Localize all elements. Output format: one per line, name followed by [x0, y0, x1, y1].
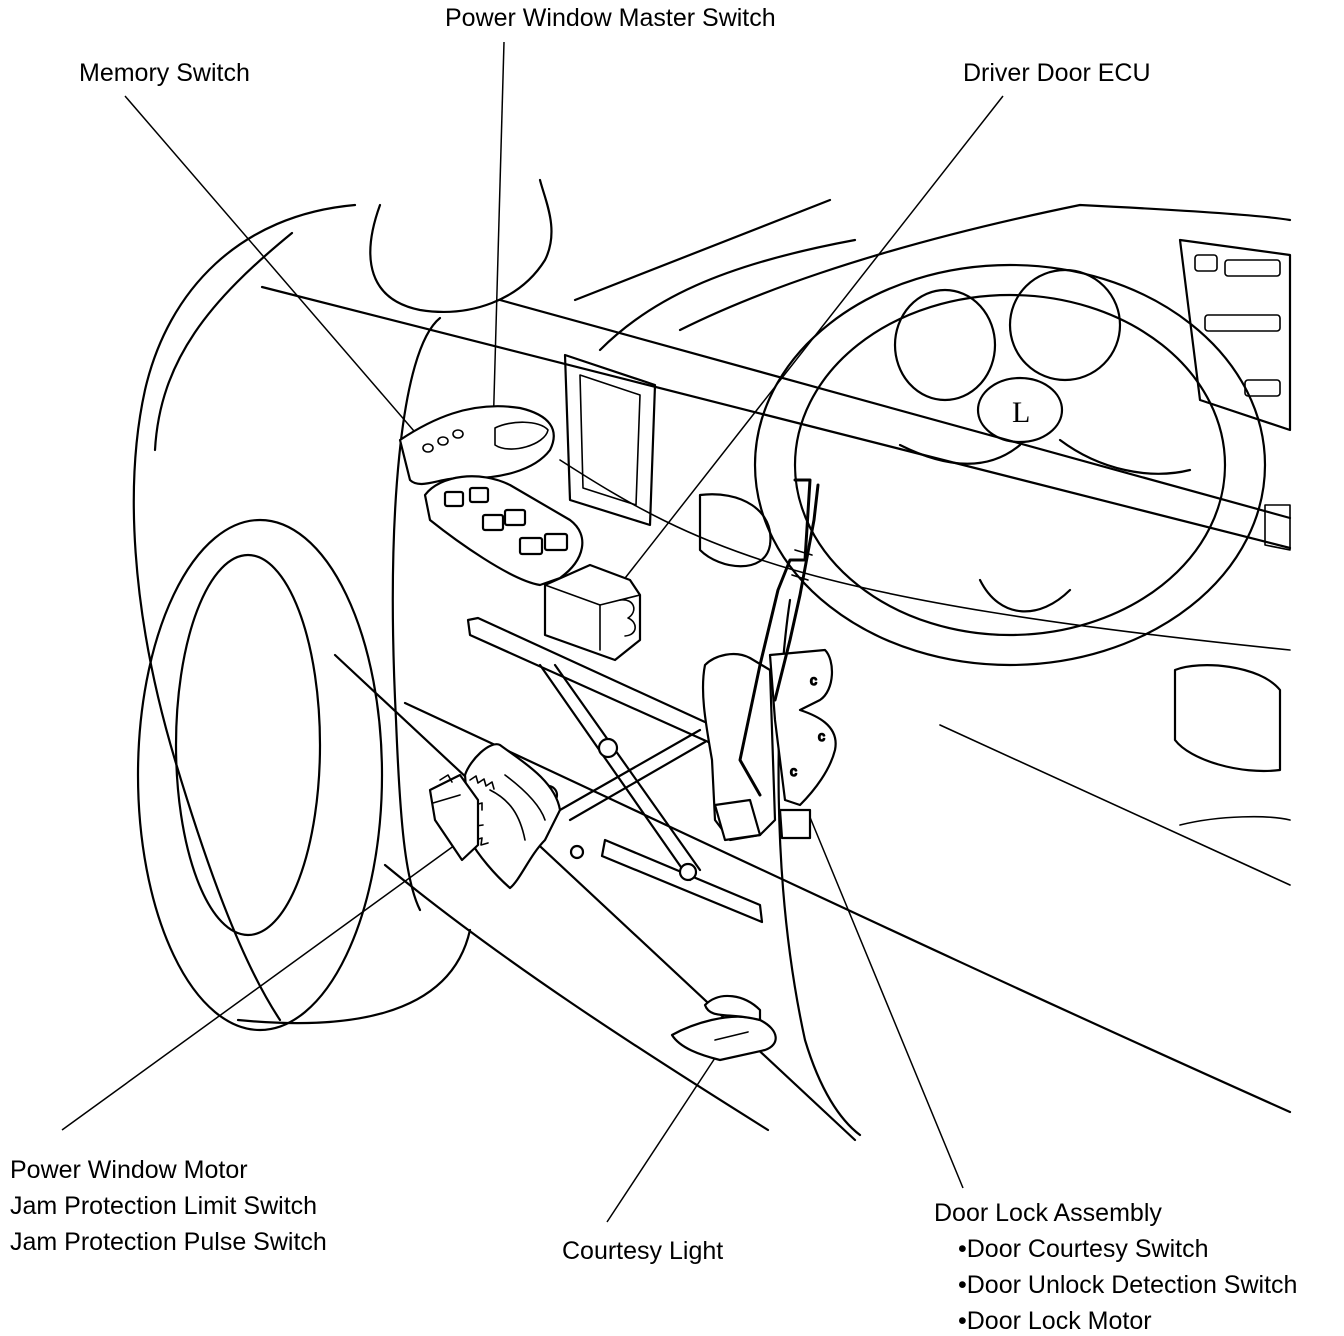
label-door-courtesy-switch: •Door Courtesy Switch: [958, 1235, 1209, 1263]
latch-hole-3: c: [790, 763, 797, 779]
latch-hole-2: c: [818, 728, 825, 744]
leader-memory-switch: [124, 95, 421, 439]
center-vent-right: [1264, 504, 1291, 551]
power-window-motor-part: [428, 743, 562, 890]
master-switch-key-4: [503, 508, 527, 527]
master-switch-bezel: [423, 475, 584, 587]
dash-top: [678, 203, 1292, 332]
memory-switch-handle: [494, 421, 549, 450]
ecu-connector: [619, 599, 636, 637]
sector-gear: [463, 743, 562, 890]
regulator-pivot-1: [597, 737, 619, 759]
label-driver-door-ecu: Driver Door ECU: [963, 59, 1151, 87]
console-slot-3: [1204, 314, 1281, 332]
power-window-master-switch-part: [423, 475, 584, 587]
regulator-arm-3: [558, 728, 702, 812]
vent-inner: [579, 374, 641, 506]
label-jam-protection-limit-switch: Jam Protection Limit Switch: [10, 1192, 318, 1220]
wheel-inner: [174, 553, 322, 937]
label-door-lock-assembly: Door Lock Assembly: [934, 1199, 1162, 1227]
steering-spoke-lower: [978, 578, 1072, 613]
steering-hub: [976, 376, 1064, 444]
courtesy-light-top: [703, 994, 762, 1022]
vent-lower: [698, 493, 772, 568]
gauge-right: [1008, 268, 1122, 382]
gear-spokes: [489, 774, 546, 841]
label-courtesy-light: Courtesy Light: [562, 1237, 724, 1265]
belt-line-2: [403, 701, 1292, 1114]
console-slot-1: [1194, 254, 1218, 272]
mirror-housing: [369, 178, 553, 313]
master-switch-key-1: [443, 490, 465, 508]
console-slot-2: [1224, 259, 1281, 277]
leader-power-window-motor: [61, 844, 456, 1131]
door-front-edge: [391, 316, 442, 912]
ecu-body: [543, 563, 642, 662]
memory-switch-part: [398, 405, 555, 486]
fender-outer: [132, 203, 357, 1022]
label-power-window-master-switch: Power Window Master Switch: [445, 4, 776, 32]
regulator-lower-rail: [600, 838, 764, 924]
driver-door-ecu-part: [543, 563, 642, 662]
vent-outline: [563, 353, 657, 527]
master-switch-key-5: [518, 536, 544, 556]
lock-rod-1: [738, 478, 812, 797]
memory-button-3: [452, 429, 464, 439]
leader-door-lock-assembly: [806, 809, 964, 1189]
courtesy-light-part: [670, 994, 777, 1062]
wheel-outer: [136, 518, 384, 1032]
wheel-arch: [236, 928, 472, 1025]
label-power-window-motor: Power Window Motor: [10, 1156, 248, 1184]
a-pillar: [598, 238, 857, 352]
regulator-arm-4: [568, 740, 707, 822]
motor-detail: [432, 774, 461, 804]
memory-button-2: [437, 436, 449, 446]
lock-rod-clip: [791, 549, 813, 581]
steering-spoke-left: [898, 443, 1022, 465]
motor-housing: [428, 773, 480, 862]
sill-line-2: [383, 863, 770, 1132]
courtesy-light-slot: [714, 1031, 749, 1041]
steering-spoke-right: [1058, 438, 1192, 475]
belt-line-1: [260, 285, 1292, 550]
regulator-arm-1: [538, 663, 692, 882]
label-memory-switch: Memory Switch: [79, 59, 250, 87]
leader-courtesy-light: [606, 1057, 716, 1223]
side-mirror: [369, 178, 857, 352]
sill-line-1: [333, 653, 857, 1142]
dashboard: [563, 203, 1292, 886]
fender-inner: [153, 231, 294, 452]
regulator-arm-2: [553, 663, 702, 872]
gauge-left: [893, 288, 997, 402]
console-slot-4: [1244, 379, 1281, 397]
regulator-pivot-2: [678, 862, 698, 882]
center-console-outline: [1178, 238, 1292, 432]
glovebox: [1173, 664, 1282, 772]
steering-wheel-inner: [793, 293, 1227, 637]
label-door-lock-motor: •Door Lock Motor: [958, 1307, 1152, 1335]
door-trim-1: [498, 298, 1292, 520]
lock-bottom: [778, 808, 812, 840]
lock-connector: [713, 798, 762, 842]
floor-line: [1179, 815, 1291, 826]
kick-panel: [939, 724, 1291, 886]
latch-hole-1: c: [810, 672, 817, 688]
master-switch-key-3: [481, 513, 505, 532]
mirror-arm: [573, 198, 832, 302]
master-switch-key-6: [543, 532, 569, 552]
leader-lines: [61, 41, 1004, 1223]
lock-latch-plate: [768, 648, 837, 807]
label-door-unlock-detection-switch: •Door Unlock Detection Switch: [958, 1271, 1298, 1299]
master-switch-key-2: [468, 486, 490, 504]
door-lock-assembly-part: c c c: [701, 478, 837, 842]
label-jam-protection-pulse-switch: Jam Protection Pulse Switch: [10, 1228, 327, 1256]
regulator-pivot-4: [569, 844, 585, 860]
steering-wheel-outer: [753, 263, 1267, 667]
memory-button-1: [422, 443, 434, 453]
lock-rod-2: [773, 483, 820, 702]
steering-logo-letter: L: [1012, 396, 1030, 429]
